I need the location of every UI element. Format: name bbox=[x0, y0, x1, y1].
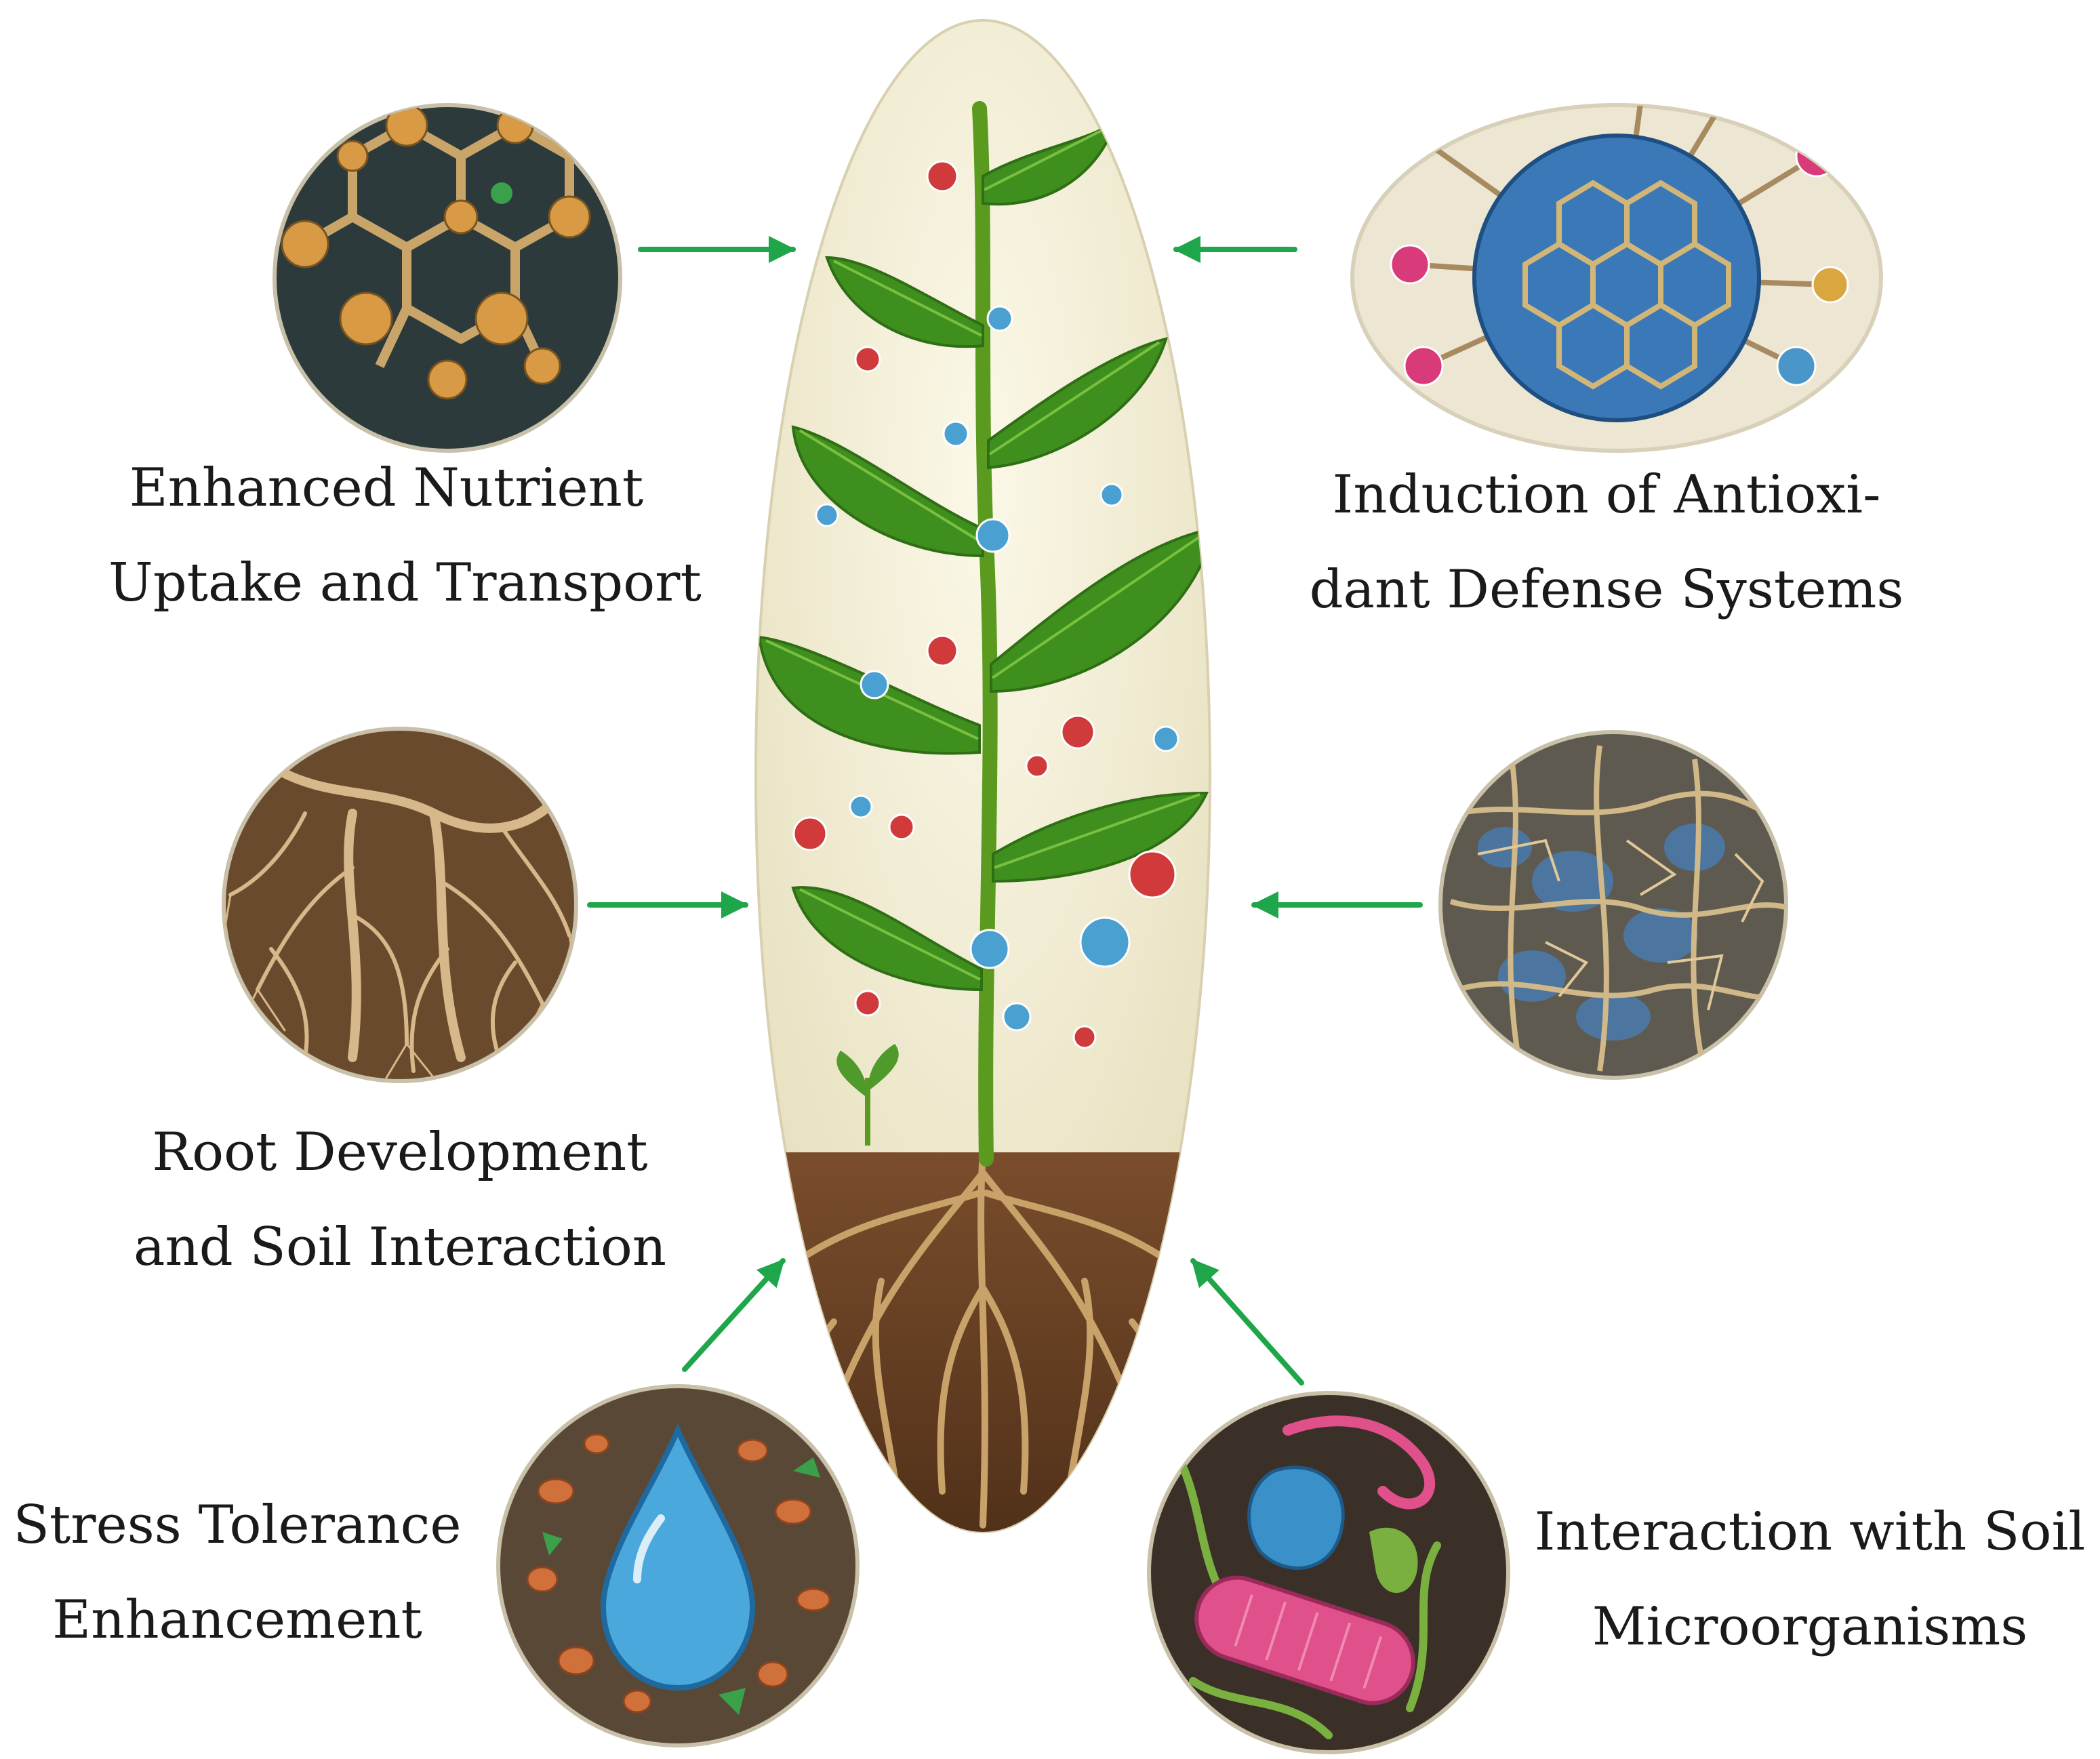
label-line: Induction of Antioxi- bbox=[1332, 464, 1881, 525]
interaction-arrows bbox=[587, 236, 1423, 1386]
label-line: Enhanced Nutrient bbox=[129, 458, 644, 519]
label-line: Stress Tolerance bbox=[13, 1495, 462, 1556]
arrow-microbe-to-plant bbox=[1190, 1258, 1304, 1386]
label-line: dant Defense Systems bbox=[1309, 559, 1904, 620]
label-soil-microorganisms: Interaction with Soil Microorganisms bbox=[1525, 1484, 2095, 1674]
label-line: Enhancement bbox=[52, 1590, 422, 1651]
label-line: Microorganisms bbox=[1592, 1596, 2028, 1657]
nanoparticle-spheres bbox=[792, 160, 1179, 1049]
arrow-stress-to-plant bbox=[682, 1258, 786, 1372]
label-root-development: Root Development and Soil Interaction bbox=[122, 1105, 678, 1295]
soil-structure-icon bbox=[1438, 730, 1788, 1080]
water-droplet-icon bbox=[496, 1384, 860, 1747]
plant-leaves bbox=[757, 119, 1210, 992]
label-line: Uptake and Transport bbox=[108, 552, 702, 613]
seedling-icon bbox=[836, 1044, 899, 1146]
root-network-icon bbox=[222, 727, 578, 1083]
antioxidant-nanoparticle-icon bbox=[1350, 103, 1883, 453]
label-line: Interaction with Soil bbox=[1534, 1501, 2086, 1562]
label-line: Root Development bbox=[152, 1122, 648, 1183]
nutrient-molecule-icon bbox=[272, 103, 622, 453]
soil-microorganism-icon bbox=[1147, 1391, 1510, 1754]
label-antioxidant-defense: Induction of Antioxi- dant Defense Syste… bbox=[1301, 447, 1912, 637]
central-plant-illustration bbox=[754, 19, 1211, 1533]
label-line: and Soil Interaction bbox=[133, 1217, 667, 1278]
plant-stem bbox=[972, 101, 998, 1167]
label-nutrient-uptake: Enhanced Nutrient Uptake and Transport bbox=[108, 441, 702, 630]
label-stress-tolerance: Stress Tolerance Enhancement bbox=[7, 1478, 468, 1667]
